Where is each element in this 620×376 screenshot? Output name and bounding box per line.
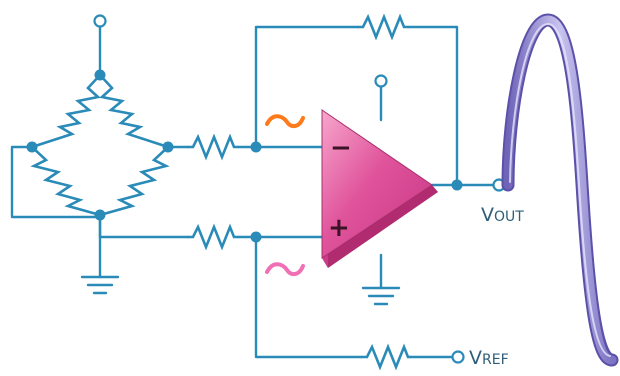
- bridge-resistor-bottom-right: [98, 145, 170, 217]
- output-node: [451, 179, 463, 191]
- output-label: VOUT: [481, 204, 524, 226]
- output-sine-wave: [501, 13, 619, 367]
- bridge-resistor-top-left: [30, 73, 102, 149]
- inverting-input-sign: −: [330, 133, 352, 163]
- bridge-top-node: [94, 69, 106, 81]
- inverting-node: [250, 141, 262, 153]
- sine-wave-highlight: [509, 22, 611, 357]
- noise-noninverting-icon: [265, 262, 305, 277]
- bridge-left-node: [26, 141, 38, 153]
- op-amp-side: [322, 185, 438, 268]
- bridge-resistor-bottom-left: [30, 145, 102, 217]
- noninverting-node: [250, 231, 262, 243]
- reference-terminal: [451, 350, 465, 364]
- amp-ground-icon: [361, 286, 401, 306]
- bridge-ground-icon: [80, 275, 120, 295]
- bridge-left-loop-wire: [10, 145, 102, 219]
- noise-inverting-icon: [265, 114, 305, 129]
- sine-wave-ribbon: [503, 15, 617, 365]
- feedback-wire: [254, 25, 360, 149]
- input-resistor-lower: [186, 223, 240, 251]
- op-amp-body: [321, 109, 433, 259]
- bridge-bottom-node: [94, 209, 106, 221]
- wheatstone-bridge: [30, 73, 170, 217]
- bridge-resistor-top-right: [98, 73, 170, 149]
- reference-label: VREF: [469, 347, 509, 369]
- noninverting-input-sign: +: [328, 213, 350, 243]
- input-resistor-upper: [186, 133, 240, 161]
- reference-wire: [254, 235, 364, 359]
- bridge-right-node: [162, 141, 174, 153]
- reference-resistor: [360, 343, 412, 371]
- bridge-supply-terminal: [93, 14, 107, 28]
- op-amp: − +: [321, 109, 438, 268]
- amp-supply-terminal: [374, 74, 388, 88]
- junctions: [26, 69, 463, 243]
- feedback-resistor: [356, 13, 410, 41]
